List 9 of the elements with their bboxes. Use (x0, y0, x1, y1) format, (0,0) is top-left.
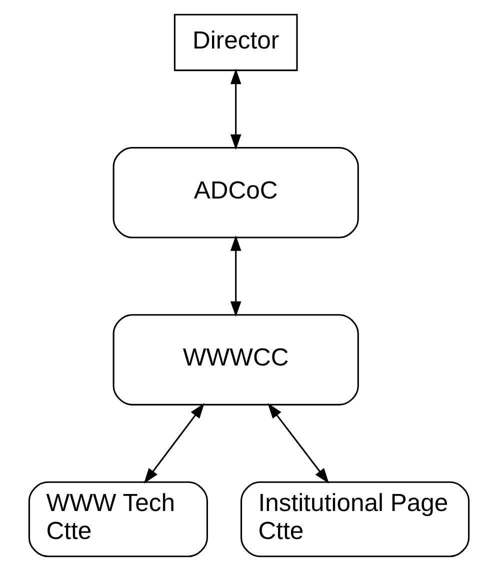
arrow (230, 68, 241, 150)
arrow (230, 235, 241, 317)
node-box: WWWCC (112, 314, 358, 406)
node-box: Institutional Page Ctte (240, 481, 470, 558)
node-box: Director (173, 14, 298, 72)
arrow (143, 403, 204, 484)
node-box: ADCoC (112, 146, 358, 238)
arrow (267, 403, 329, 484)
node-box: WWW Tech Ctte (28, 481, 208, 558)
